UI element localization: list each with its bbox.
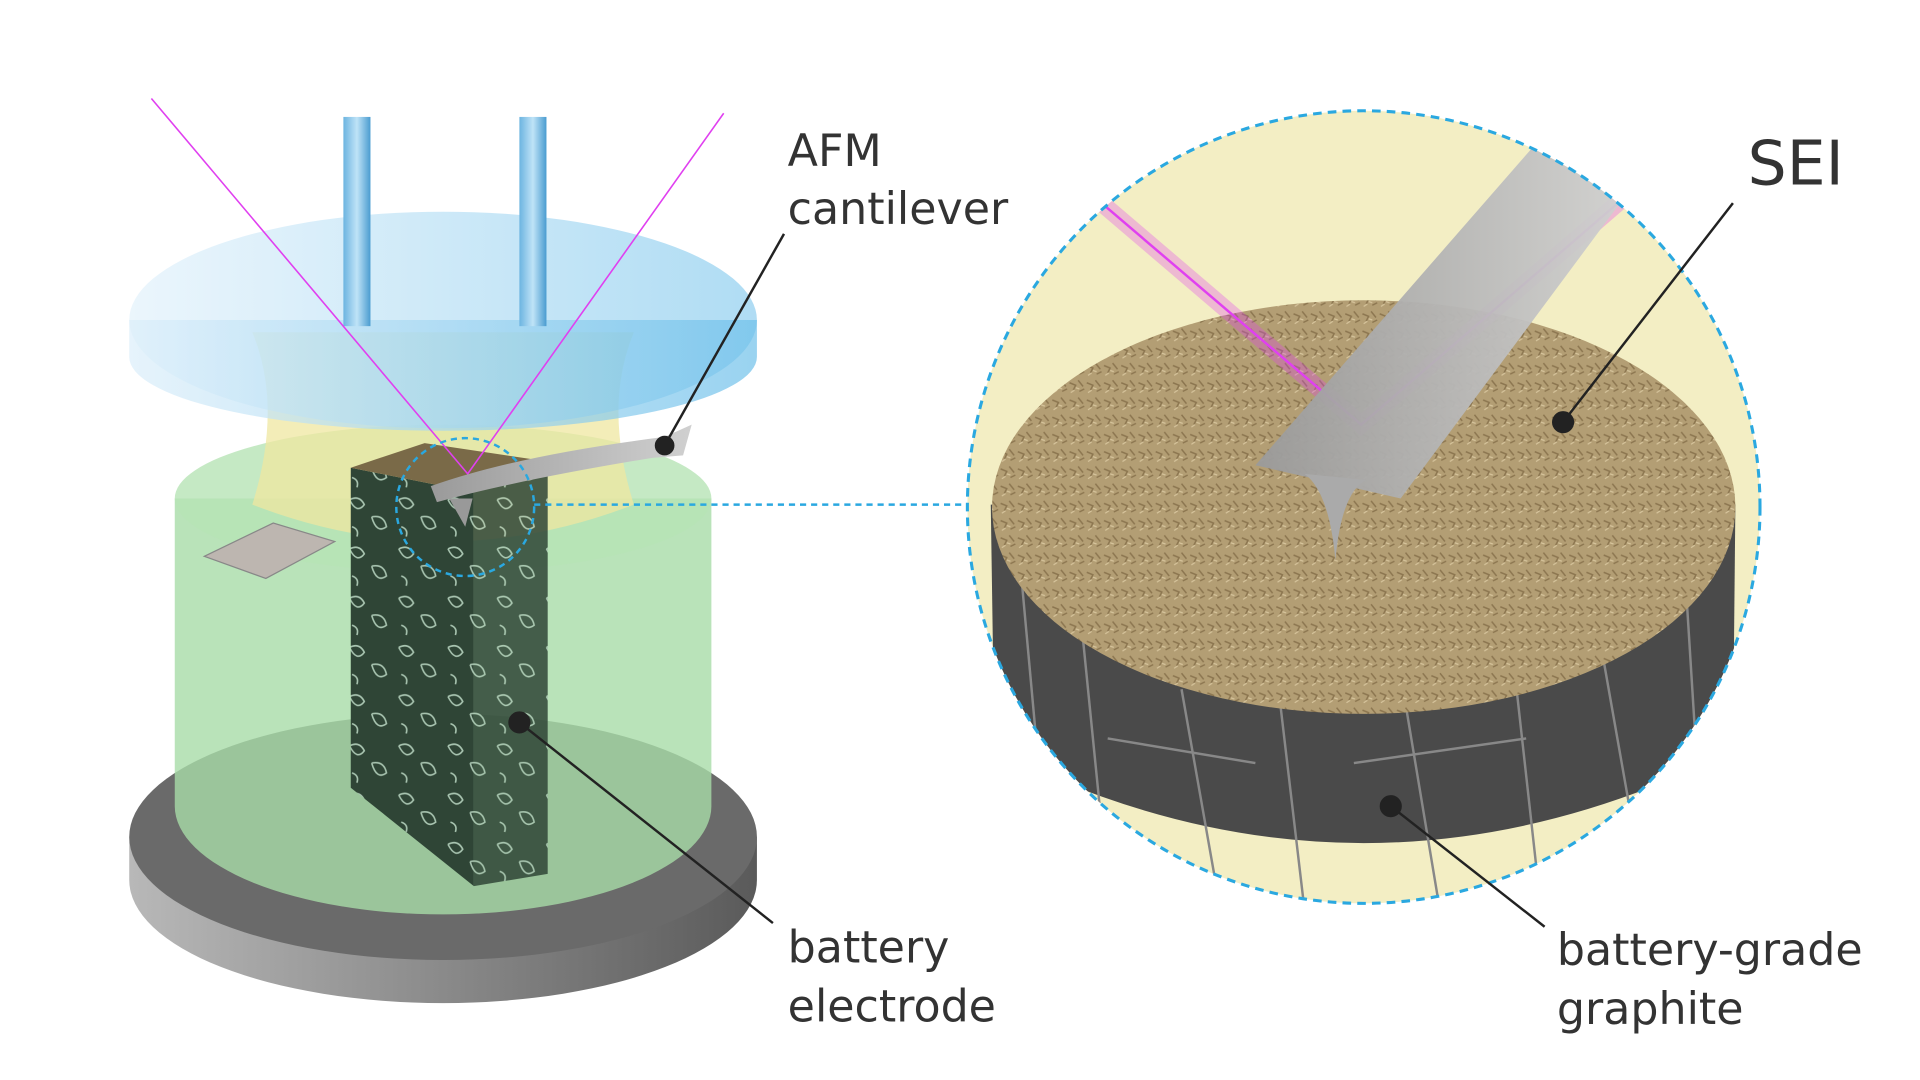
afm-cantilever-zoom xyxy=(1255,147,1625,499)
electrochemical-cell xyxy=(129,97,968,1004)
electrode-label-line1: battery xyxy=(788,922,950,973)
electrode-label-line2: electrode xyxy=(788,982,996,1033)
afm-tip xyxy=(1304,473,1367,560)
electrode-rod-left xyxy=(343,116,371,327)
leader-lines xyxy=(508,202,1734,928)
graphite-label-line2: graphite xyxy=(1557,984,1744,1035)
laser-beam xyxy=(150,97,725,476)
lid-top xyxy=(129,211,757,429)
electrode-rod-right xyxy=(519,116,547,327)
sei-surface xyxy=(992,300,1736,714)
graphite-label-line1: battery-grade xyxy=(1557,925,1863,976)
counter-electrode xyxy=(202,522,337,580)
zoom-outline xyxy=(965,109,1762,905)
sei-label: SEI xyxy=(1748,128,1844,200)
zoom-marker-circle xyxy=(395,436,536,578)
battery-electrode xyxy=(350,443,548,887)
afm-label-line2: cantilever xyxy=(788,184,1009,235)
afm-cantilever xyxy=(430,424,692,503)
zoom-view xyxy=(965,109,1762,905)
afm-label-line1: AFM xyxy=(788,126,882,177)
